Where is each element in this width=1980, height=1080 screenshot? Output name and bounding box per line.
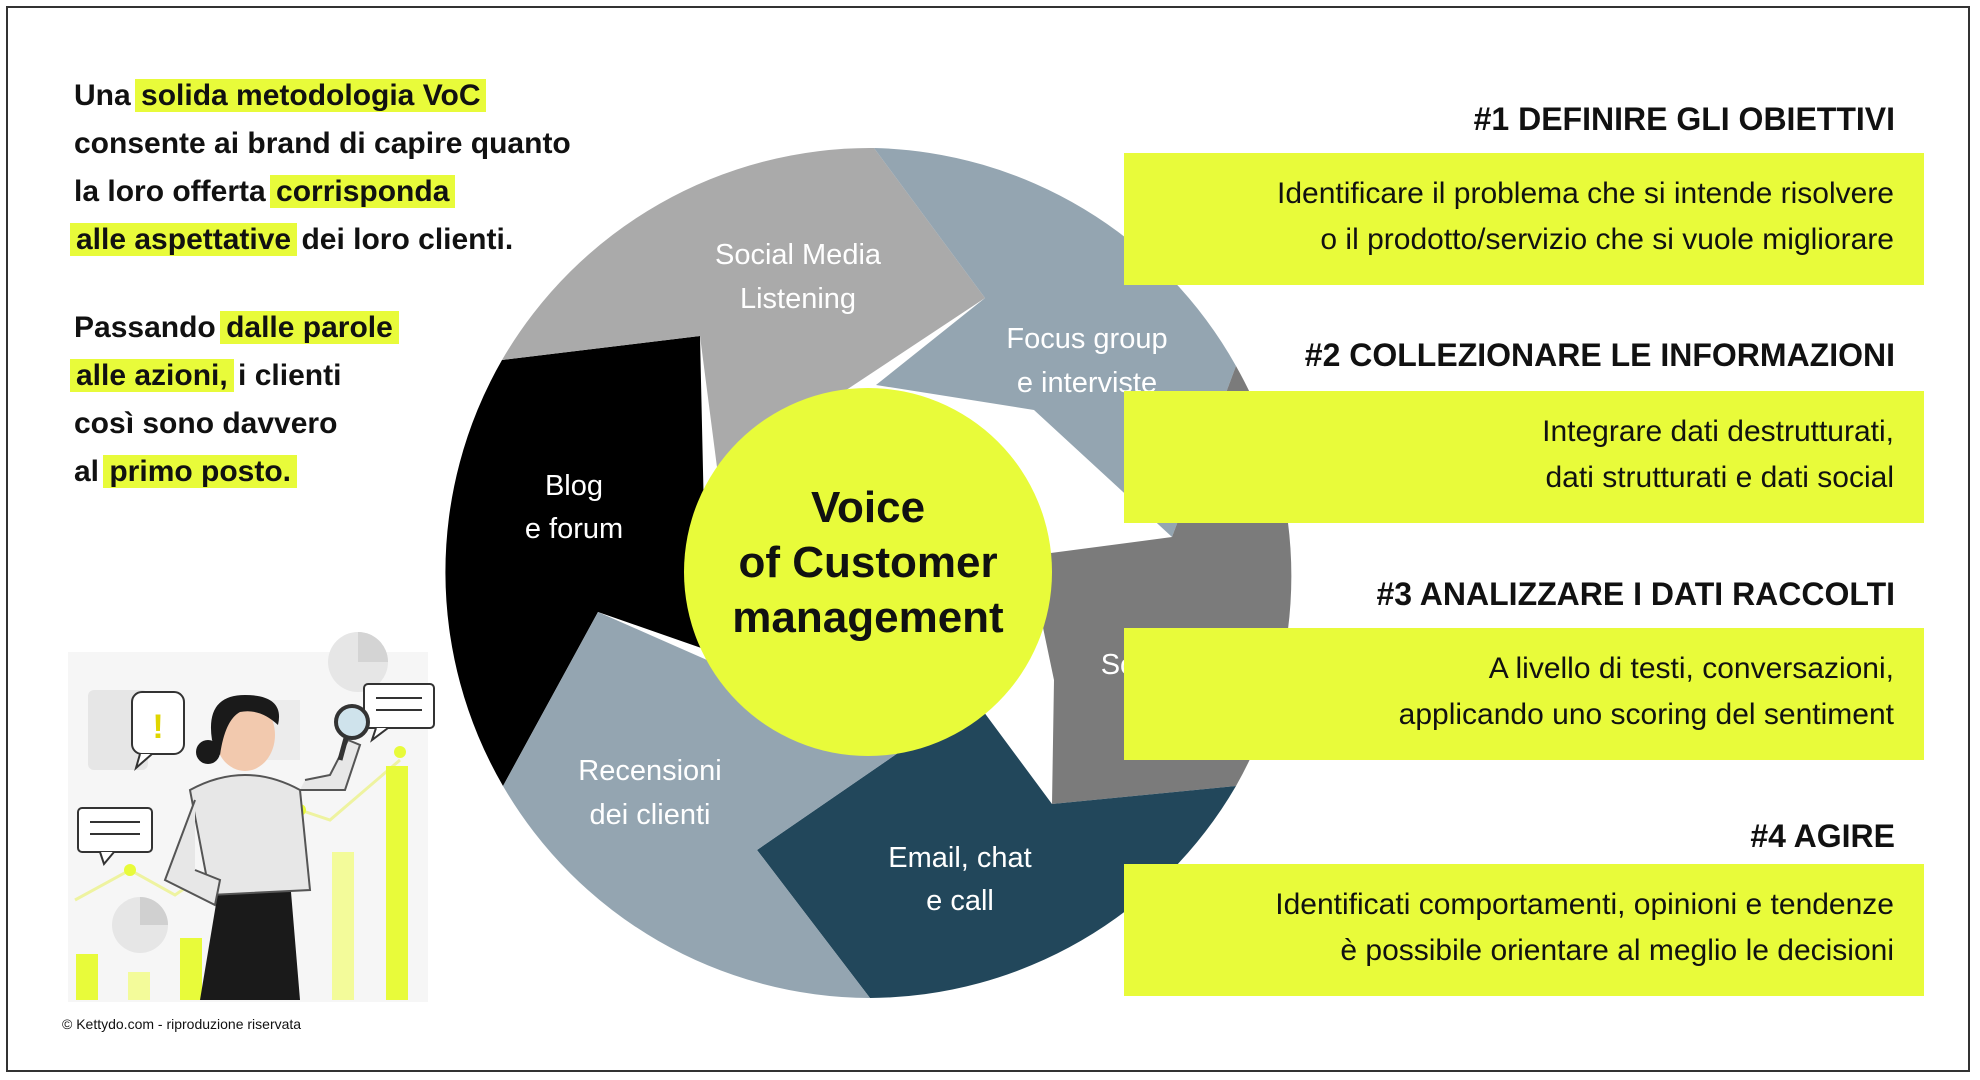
step-1-box: Identificare il problema che si intende … [1124, 153, 1924, 285]
step-4-box: Identificati comportamenti, opinioni e t… [1124, 864, 1924, 996]
step-1-line-2: o il prodotto/servizio che si vuole migl… [1320, 223, 1894, 256]
step-4-title: #4 AGIRE [1750, 818, 1895, 854]
intro-p2-text: Passando [74, 311, 225, 344]
step-2-line-2: dati strutturati e dati social [1545, 461, 1894, 494]
step-4-line-2: è possibile orientare al meglio le decis… [1340, 934, 1894, 967]
intro-p1-text: Una [74, 79, 140, 112]
center-title-1: Voice [811, 483, 925, 532]
intro-p2-line: al primo posto. [74, 448, 634, 496]
intro-p1-line: la loro offerta corrisponda [74, 168, 634, 216]
step-4-line-1: Identificati comportamenti, opinioni e t… [1275, 888, 1894, 921]
step-3-title: #3 ANALIZZARE I DATI RACCOLTI [1376, 576, 1896, 612]
label-email-2: e call [926, 885, 994, 917]
label-focus-1: Focus group [1006, 323, 1167, 355]
step-2-box: Integrare dati destrutturati, dati strut… [1124, 391, 1924, 523]
intro-p2-text: così sono davvero [74, 407, 338, 440]
intro-paragraph-1: Una solida metodologia VoC consente ai br… [70, 72, 634, 264]
label-blog-1: Blog [545, 470, 603, 502]
copyright: © Kettydo.com - riproduzione riservata [62, 1016, 302, 1032]
intro-p1-line: consente ai brand di capire quanto [74, 120, 634, 168]
segment-social-media-listening [502, 147, 985, 475]
label-social-1: Social Media [715, 239, 882, 271]
intro-p1-highlight: corrisponda [270, 175, 456, 208]
intro-p1-text: la loro offerta [74, 175, 275, 208]
step-1-line-1: Identificare il problema che si intende … [1277, 177, 1894, 210]
label-recensioni-1: Recensioni [578, 755, 721, 787]
step-3-line-1: A livello di testi, conversazioni, [1488, 652, 1894, 685]
segment-email-chat-call [757, 700, 1236, 998]
intro-text: Una solida metodologia VoC consente ai br… [70, 72, 634, 536]
intro-p2-text: i clienti [229, 359, 342, 392]
center-circle [684, 388, 1052, 756]
step-2-title: #2 COLLEZIONARE LE INFORMAZIONI [1304, 337, 1895, 373]
intro-p1-line: Una solida metodologia VoC [74, 72, 634, 120]
intro-p1-text: consente ai brand di capire quanto [74, 127, 571, 160]
label-recensioni-2: dei clienti [590, 799, 711, 831]
svg-text:!: ! [152, 708, 163, 746]
intro-p1-highlight: alle aspettative [70, 223, 298, 256]
intro-p1-line: alle aspettative dei loro clienti. [70, 216, 634, 264]
intro-p2-line: così sono davvero [74, 400, 634, 448]
intro-p2-highlight: alle azioni, [70, 359, 234, 392]
page-frame [6, 6, 1970, 1072]
label-social-2: Listening [740, 283, 856, 315]
intro-p1-highlight: solida metodologia VoC [135, 79, 487, 112]
segment-blog-forum [445, 336, 707, 786]
intro-p1-text: dei loro clienti. [293, 223, 514, 256]
intro-p2-line: alle azioni, i clienti [70, 352, 634, 400]
intro-p2-line: Passando dalle parole [74, 304, 634, 352]
intro-p2-highlight: primo posto. [103, 455, 298, 488]
intro-p2-highlight: dalle parole [220, 311, 399, 344]
step-3-box: A livello di testi, conversazioni, appli… [1124, 628, 1924, 760]
label-email-1: Email, chat [888, 842, 1031, 874]
intro-p2-text: al [74, 455, 108, 488]
step-2-line-1: Integrare dati destrutturati, [1542, 415, 1894, 448]
label-blog-2: e forum [525, 513, 623, 545]
woman-magnifier-illustration: ! [68, 632, 435, 1002]
step-3-line-2: applicando uno scoring del sentiment [1398, 698, 1894, 731]
center-title-2: of Customer [738, 538, 997, 587]
step-1-title: #1 DEFINIRE GLI OBIETTIVI [1473, 101, 1895, 137]
center-title-3: management [732, 593, 1004, 642]
